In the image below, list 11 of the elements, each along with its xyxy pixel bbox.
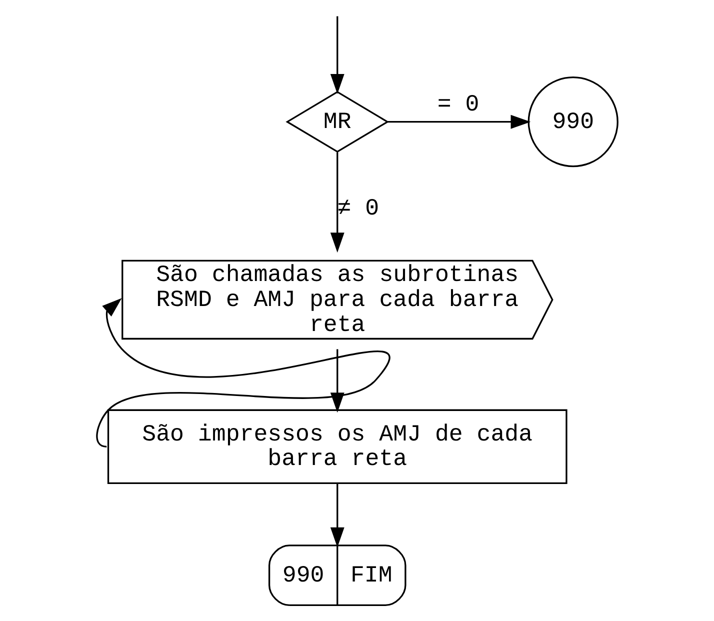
arrow bbox=[330, 152, 344, 253]
arrow bbox=[330, 349, 344, 413]
arrow bbox=[330, 16, 344, 94]
node-box: São impressos os AMJ de cada barra reta bbox=[107, 409, 568, 484]
arrow bbox=[388, 114, 531, 129]
edge-label: = 0 bbox=[437, 92, 480, 118]
arrow bbox=[330, 483, 344, 548]
node-diamond: MR bbox=[286, 90, 390, 153]
arrow bbox=[96, 298, 389, 448]
edge-label: ≠ 0 bbox=[337, 196, 380, 222]
node-circle: 990 bbox=[528, 76, 618, 168]
